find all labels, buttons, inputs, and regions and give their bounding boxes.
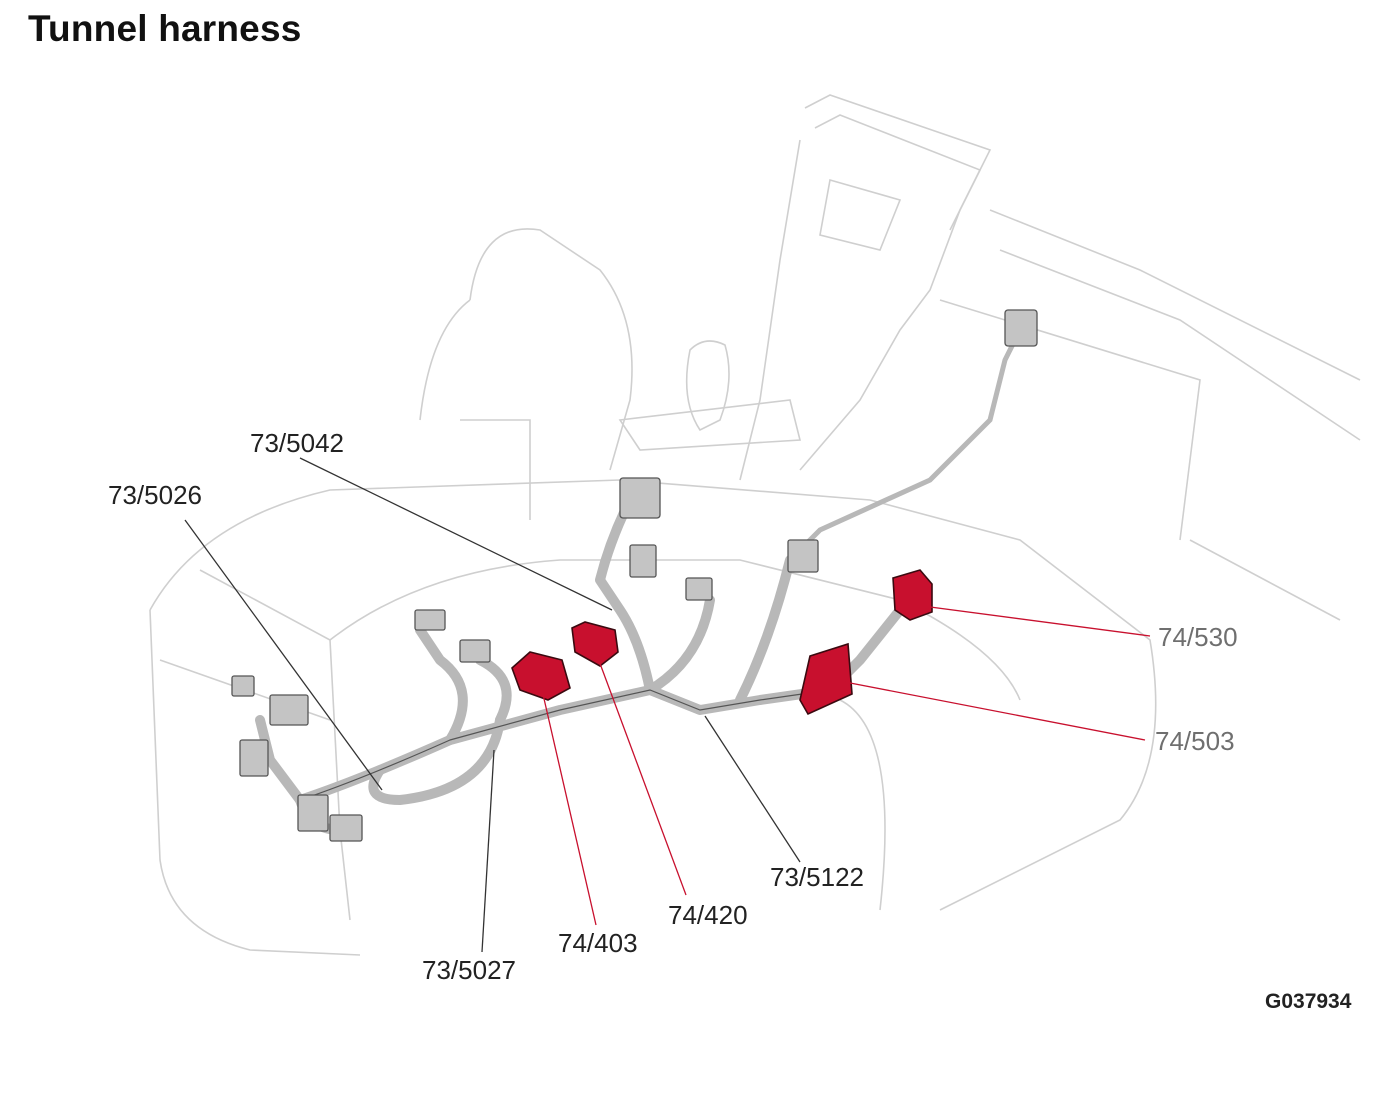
leader-74-403	[541, 689, 597, 926]
callout-label: 74/503	[1155, 726, 1235, 756]
leader-73-5027	[481, 749, 495, 953]
connector-74-530	[892, 569, 933, 621]
callout-label: 73/5027	[422, 955, 516, 985]
callout-label: 73/5122	[770, 862, 864, 892]
callout-label: 74/530	[1158, 622, 1238, 652]
figure-id: G037934	[1265, 990, 1352, 1013]
thin-cable	[787, 337, 1018, 563]
connector-74-420	[571, 621, 619, 667]
leader-74-503	[844, 681, 1146, 741]
callout-label: 73/5026	[108, 480, 202, 510]
leader-lines	[184, 457, 1151, 953]
leader-73-5042	[299, 457, 613, 611]
callout-label: 74/403	[558, 928, 638, 958]
grey-connectors	[231, 309, 1038, 842]
red-connectors	[511, 569, 933, 716]
harness-wire-outline	[299, 339, 1016, 801]
connector-74-503	[799, 642, 853, 716]
connector-74-403	[511, 651, 571, 701]
callout-label: 73/5042	[250, 428, 344, 458]
leader-73-5026	[184, 519, 383, 791]
leader-74-530	[914, 604, 1151, 637]
leader-74-420	[594, 649, 687, 896]
leader-73-5122	[704, 715, 801, 863]
callout-label: 74/420	[668, 900, 748, 930]
page-title: Tunnel harness	[28, 8, 302, 49]
